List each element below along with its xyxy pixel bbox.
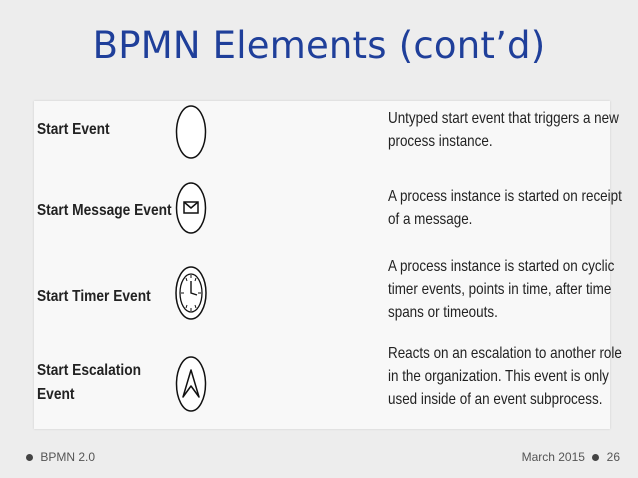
footer-right: March 2015 26 (522, 450, 620, 464)
page-number: 26 (606, 450, 620, 464)
event-name: Start Message Event (37, 202, 172, 219)
bullet-dot-icon (26, 454, 33, 462)
footer-course-label: BPMN 2.0 (40, 450, 96, 464)
event-name: Start Event (37, 121, 110, 138)
start-event-icon (175, 105, 207, 159)
event-description: Reacts on an escalation to another role … (388, 345, 622, 408)
event-description: A process instance is started on receipt… (388, 188, 622, 228)
slide-title: BPMN Elements (cont’d) (92, 24, 546, 67)
envelope-icon (175, 182, 207, 234)
event-name: Start Timer Event (37, 288, 151, 305)
event-description: Untyped start event that triggers a new … (388, 110, 619, 150)
footer-date: March 2015 (521, 450, 585, 464)
clock-icon (175, 266, 207, 320)
escalation-icon (175, 356, 207, 412)
events-table: Start Event Untyped start event that tri… (34, 101, 622, 429)
event-description: A process instance is started on cyclic … (388, 258, 615, 321)
bullet-dot-icon (592, 454, 600, 462)
event-name: Start Escalation Event (37, 362, 142, 403)
footer-left: BPMN 2.0 (26, 450, 95, 464)
